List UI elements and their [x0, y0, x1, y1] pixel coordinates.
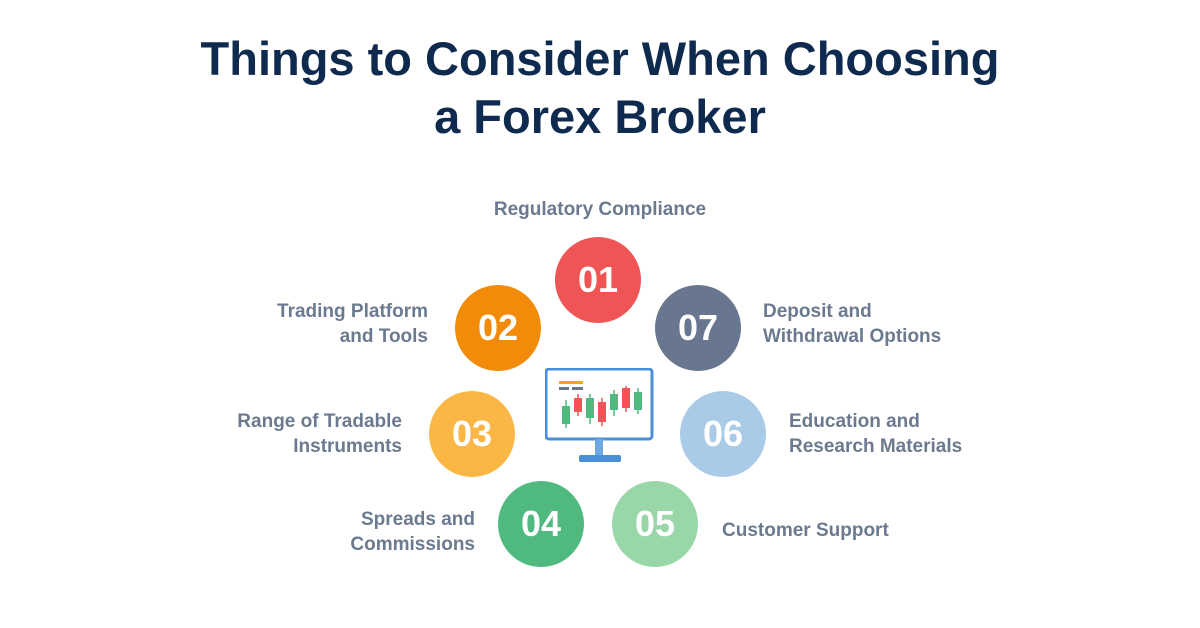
label-education-research: Education and Research Materials — [789, 409, 1009, 459]
label-line: Regulatory Compliance — [493, 199, 707, 220]
step-number: 02 — [477, 307, 519, 348]
step-number: 03 — [451, 413, 493, 454]
label-range-instruments: Range of Tradable Instruments — [200, 409, 402, 459]
step-07-circle: 07 — [655, 285, 741, 371]
label-regulatory-compliance: Regulatory Compliance — [440, 197, 760, 222]
step-number: 01 — [577, 259, 619, 300]
page-title: Things to Consider When Choosing a Forex… — [0, 30, 1200, 146]
title-line-1: Things to Consider When Choosing — [200, 32, 1000, 85]
step-number: 07 — [677, 307, 719, 348]
label-line: Instruments — [293, 436, 402, 457]
step-number: 06 — [702, 413, 744, 454]
label-line: and Tools — [339, 326, 428, 347]
step-03-circle: 03 — [429, 391, 515, 477]
label-line: Research Materials — [789, 436, 963, 457]
label-customer-support: Customer Support — [722, 518, 942, 543]
label-line: Commissions — [350, 534, 475, 555]
label-line: Education and — [789, 411, 920, 432]
step-number: 04 — [520, 503, 562, 544]
label-line: Withdrawal Options — [763, 326, 942, 347]
label-line: Spreads and — [360, 509, 475, 530]
label-line: Customer Support — [722, 520, 889, 541]
trading-monitor-icon — [545, 368, 654, 462]
step-04-circle: 04 — [498, 481, 584, 567]
step-05-circle: 05 — [612, 481, 698, 567]
label-line: Range of Tradable — [237, 411, 402, 432]
step-06-circle: 06 — [680, 391, 766, 477]
label-line: Trading Platform — [277, 301, 428, 322]
label-line: Deposit and — [763, 301, 872, 322]
step-02-circle: 02 — [455, 285, 541, 371]
title-line-2: a Forex Broker — [434, 90, 766, 143]
step-number: 05 — [634, 503, 676, 544]
step-01-circle: 01 — [555, 237, 641, 323]
label-spreads-commissions: Spreads and Commissions — [280, 507, 475, 557]
label-deposit-withdrawal: Deposit and Withdrawal Options — [763, 299, 1003, 349]
label-trading-platform: Trading Platform and Tools — [228, 299, 428, 349]
